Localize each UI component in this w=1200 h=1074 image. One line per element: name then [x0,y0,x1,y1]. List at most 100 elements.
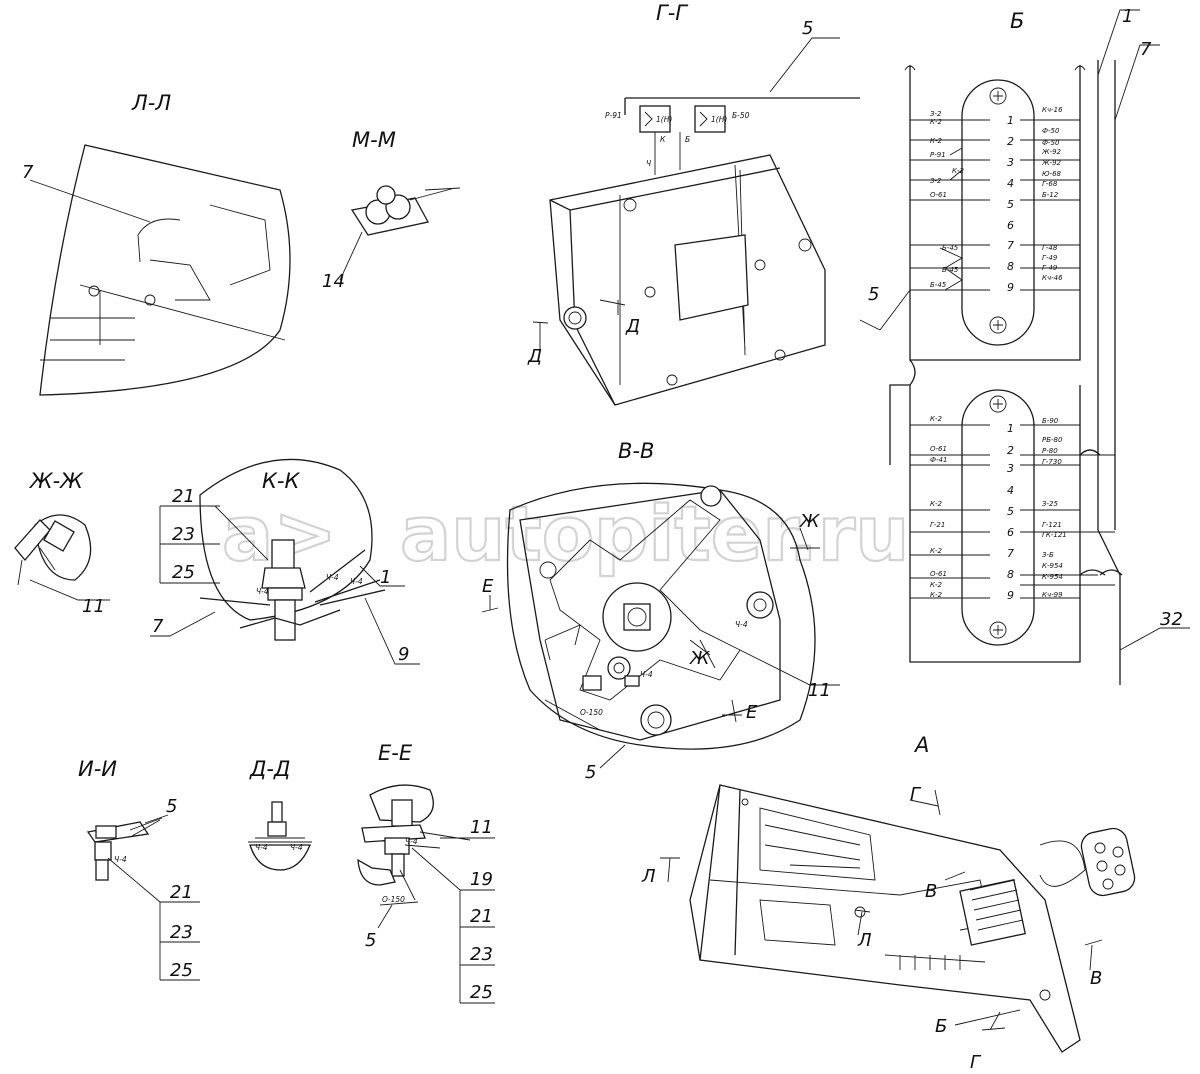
cb-left-2: Ф-41 [930,456,947,464]
leader-21-EE: 21 [470,906,493,927]
ct-right-0: Кч-16 [1042,106,1063,114]
connector-bottom-left-wires: К-2 О-61 Ф-41 К-2 Г-21 К-2 О-61 К-2 К-2 [930,415,947,599]
leader-23-II: 23 [170,922,193,943]
cut-D-left: Д [527,346,542,367]
leader-25-KK: 25 [172,562,195,583]
ct-left-0: З-2 [930,110,942,118]
cb-pin-7: 7 [1007,547,1014,560]
leader-7-KK: 7 [152,616,164,637]
ct-left-7: Б-45 [942,244,959,252]
cut-L-left: Л [641,866,656,887]
section-BB-title: В-В [618,439,654,463]
section-MM: М-М 14 [322,128,461,292]
ct-right-11: Кч-46 [1042,274,1063,282]
leader-11-ZhZh: 11 [82,596,105,617]
section-KK-title: К-К [262,469,300,493]
leader-23-KK: 23 [172,524,195,545]
leader-5-EE: 5 [365,930,376,951]
leader-19-EE: 19 [470,869,493,890]
cb-left-5: К-2 [930,547,942,555]
ct-left-9: Б-45 [930,281,947,289]
cut-G-bottom: Г [970,1052,982,1073]
cb-right-8: К-954 [1042,562,1063,570]
leader-1-KK: 1 [380,567,391,588]
ct-pin-7: 7 [1007,239,1014,252]
view-A: А Г Л Л В В Б Г [641,733,1136,1073]
leader-21-II: 21 [170,882,193,903]
leader-25-II: 25 [170,960,193,981]
ct-left-5: З-2 [930,177,942,185]
connector-top-pins: 1 2 3 4 5 6 7 8 9 [1007,114,1014,294]
section-DD: Д-Д Ч-4 Ч-4 [248,757,312,871]
leader-11-BB: 11 [808,680,831,701]
ii-wire-ch4: Ч-4 [114,855,127,864]
watermark: a> autopiter.ru [221,488,911,579]
ee-wire-ch4: Ч-4 [405,837,418,846]
cb-pin-1: 1 [1007,422,1014,435]
cb-right-10: Кч-99 [1042,591,1063,599]
leader-9-KK: 9 [398,644,409,665]
connector-bottom-pins: 1 2 3 4 5 6 7 8 9 [1007,422,1014,602]
cut-G-top: Г [910,784,922,805]
leader-5-II: 5 [166,796,177,817]
cb-right-6: ГК-121 [1042,531,1067,539]
gg-wire-b: Б [685,135,690,144]
cut-B-bottom: Б [935,1016,947,1037]
section-DD-title: Д-Д [249,757,290,781]
ct-left-2: К-2 [930,137,942,145]
section-LL-title: Л-Л [131,91,171,115]
ct-left-8: Б-45 [942,266,959,274]
ct-right-3: Ж-92 [1041,148,1062,156]
cb-pin-5: 5 [1007,505,1014,518]
cb-pin-6: 6 [1007,526,1014,539]
section-ZhZh: Ж-Ж 11 [14,469,110,617]
ct-right-5: Ю-68 [1042,170,1062,178]
ct-left-1: К-2 [930,118,942,126]
cut-D-right: Д [625,316,640,337]
cb-left-6: О-61 [930,570,947,578]
section-EE-title: Е-Е [378,741,413,765]
connector-bottom-right-wires: Б-90 РБ-80 Р-80 Г-730 З-25 Г-121 ГК-121 … [1042,417,1067,599]
section-BB: В-В Ч-4 Ч-4 О-150 11 5 Ж Ж Е Е [481,439,840,783]
watermark-text: autopiter.ru [400,489,909,578]
gg-wire-k: К [660,135,666,144]
cb-left-1: О-61 [930,445,947,453]
section-II: И-И 5 Ч-4 21 23 25 [78,757,200,981]
cb-left-3: К-2 [930,500,942,508]
ct-left-4: К-2 [952,167,964,175]
ee-wire-o150: О-150 [382,895,405,904]
cb-left-8: К-2 [930,591,942,599]
leader-7-B: 7 [1140,39,1152,60]
ct-pin-6: 6 [1007,219,1014,232]
section-ZhZh-title: Ж-Ж [28,469,84,493]
section-B-title: Б [1010,9,1024,33]
section-KK: К-К Ч-4 Ч-4 Ч-4 21 23 25 1 7 9 [150,458,420,665]
section-LL: Л-Л 7 [22,91,291,396]
cb-right-5: Г-121 [1042,521,1062,529]
leader-25-EE: 25 [470,982,493,1003]
leader-23-EE: 23 [470,944,493,965]
section-EE: Е-Е Ч-4 О-150 11 19 21 23 25 5 [357,741,495,1004]
cb-right-2: Р-80 [1042,447,1058,455]
cb-left-4: Г-21 [930,521,945,529]
cut-E-bottom: Е [746,702,758,723]
cb-pin-2: 2 [1007,444,1014,457]
ct-right-7: Б-12 [1042,191,1059,199]
connector-top-left-wires: З-2 К-2 К-2 Р-91 К-2 З-2 О-61 Б-45 Б-45 … [930,110,964,289]
ct-right-2: Ф-50 [1042,139,1060,147]
section-GG: Г-Г 5 Р-91 Б-50 1(Н) 1(Н) К Б Ч Д Д [527,1,860,406]
cb-pin-4: 4 [1007,484,1014,497]
section-II-title: И-И [78,757,117,781]
section-MM-title: М-М [352,128,396,152]
cb-pin-9: 9 [1007,589,1014,602]
connector-top-right-wires: Кч-16 Ф-50 Ф-50 Ж-92 Ж-92 Ю-68 Г-68 Б-12… [1041,106,1063,282]
kk-wire-ch4a: Ч-4 [256,587,269,596]
cb-right-0: Б-90 [1042,417,1059,425]
gg-wire-c2: 1(Н) [711,115,727,124]
cb-right-3: Г-730 [1042,458,1062,466]
view-A-title: А [913,733,929,757]
gg-wire-b50: Б-50 [732,111,750,120]
cb-left-0: К-2 [930,415,942,423]
dd-wire-ch4a: Ч-4 [255,843,268,852]
